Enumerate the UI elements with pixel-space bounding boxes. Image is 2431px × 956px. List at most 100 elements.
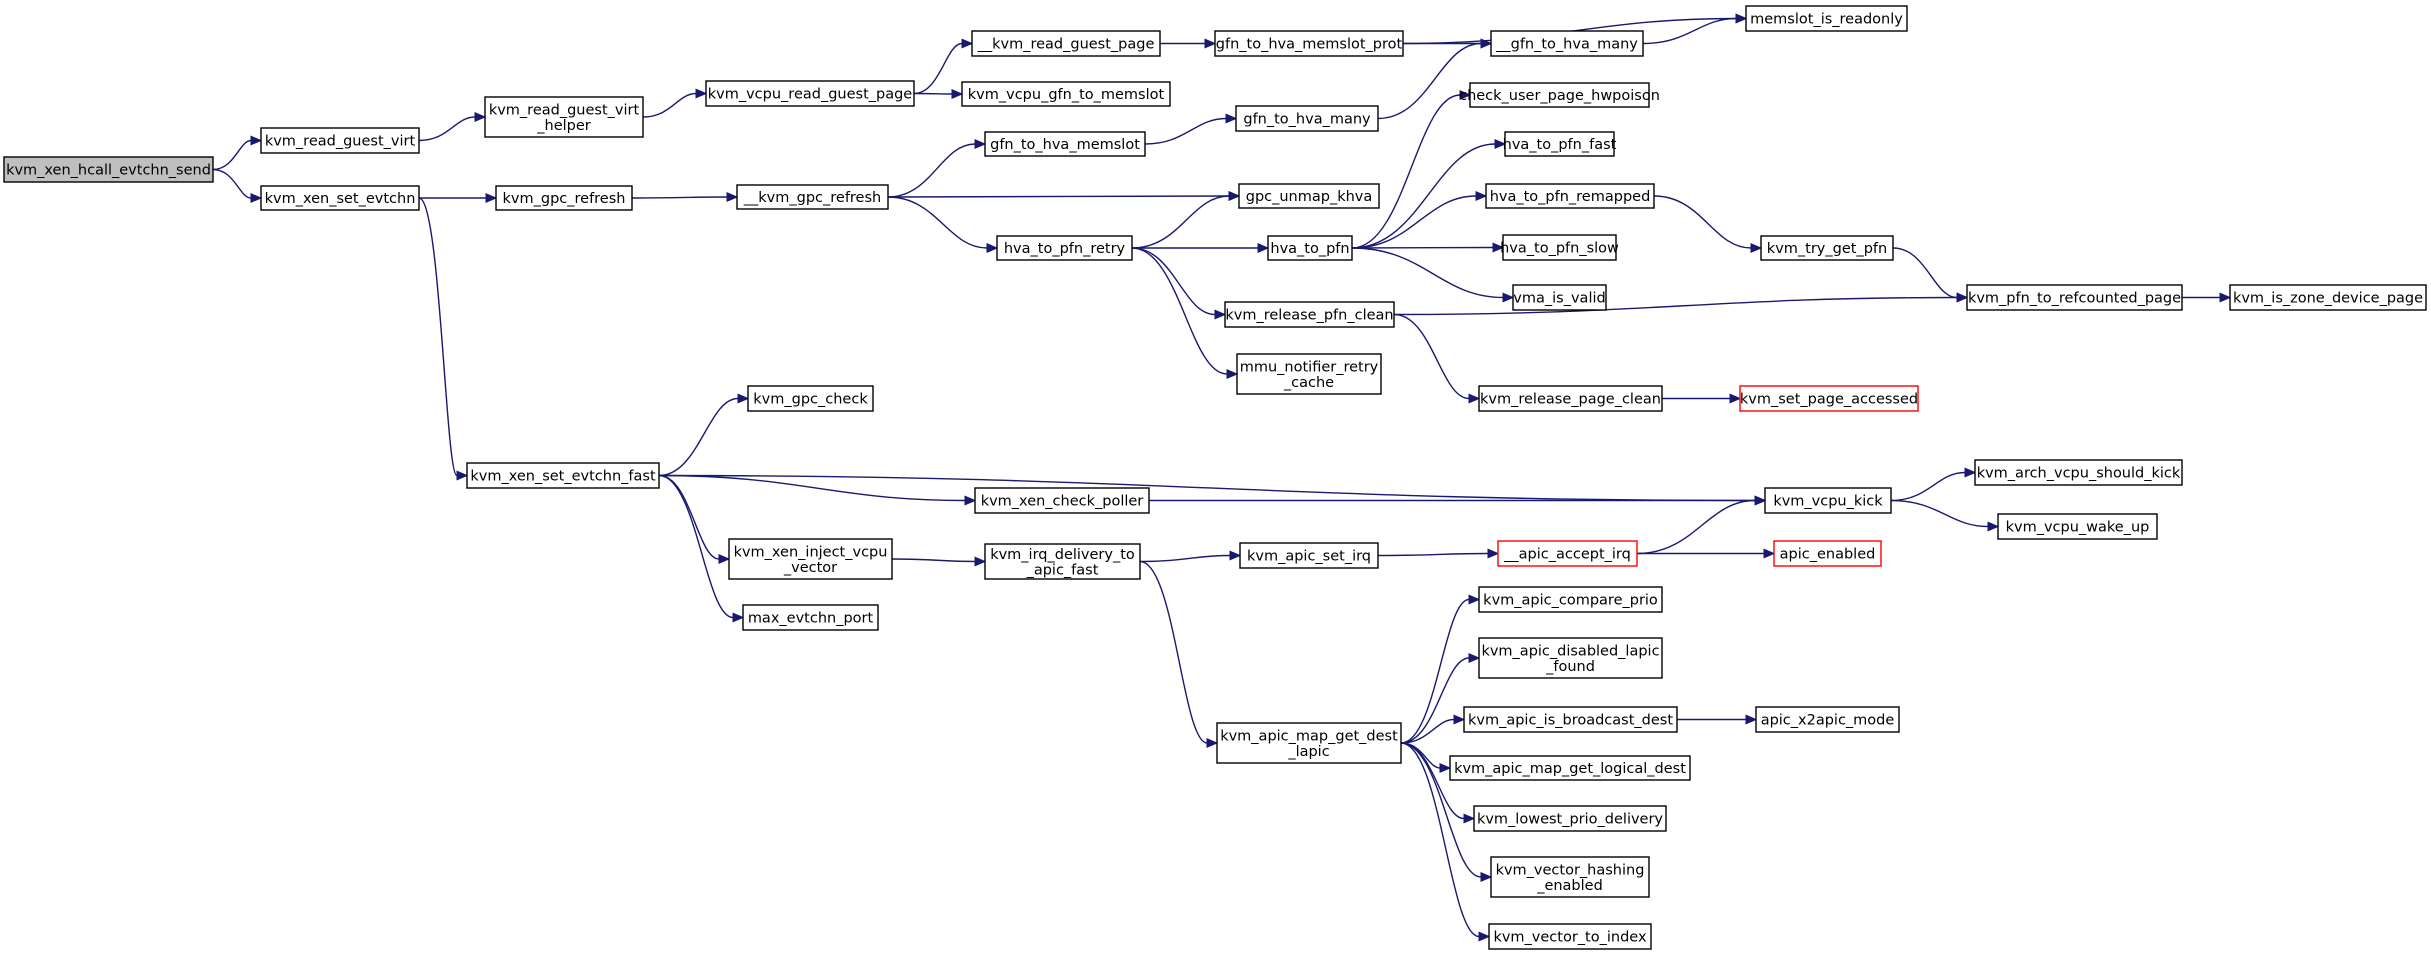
edge-n30-n31 <box>658 397 739 477</box>
edge-n16-n26 <box>1131 247 1216 316</box>
edge-n26-n28 <box>1393 313 1470 400</box>
graph-node-kvm-xen-inject-vcpu-vector[interactable]: kvm_xen_inject_vcpu_vector <box>728 538 893 580</box>
node-label: _helper <box>536 118 591 134</box>
graph-node-hva-to-pfn-remapped[interactable]: hva_to_pfn_remapped <box>1485 183 1655 209</box>
graph-node-kvm-gpc-refresh[interactable]: kvm_gpc_refresh <box>495 185 633 211</box>
arrowhead-n1-n3 <box>250 193 263 203</box>
graph-node-memslot-is-readonly[interactable]: memslot_is_readonly <box>1745 5 1908 32</box>
node-label: kvm_vcpu_wake_up <box>2006 520 2150 536</box>
graph-node-kvm-pfn-to-refcounted-page[interactable]: kvm_pfn_to_refcounted_page <box>1966 284 2183 311</box>
graph-node-kvm-gpc-check[interactable]: kvm_gpc_check <box>747 385 874 412</box>
node-label: hva_to_pfn_slow <box>1500 241 1619 257</box>
edge-n30-n32 <box>658 474 966 502</box>
node-label: kvm_irq_delivery_to <box>990 547 1135 563</box>
graph-node-hva-to-pfn-slow[interactable]: hva_to_pfn_slow <box>1500 234 1619 261</box>
graph-node-gpc-unmap-khva[interactable]: gpc_unmap_khva <box>1238 183 1380 209</box>
arrowhead-n42-n47 <box>1439 763 1452 773</box>
graph-node-kvm-try-get-pfn[interactable]: kvm_try_get_pfn <box>1760 235 1894 261</box>
edge-n42-n48 <box>1400 742 1465 820</box>
graph-node-gfn-to-hva-many[interactable]: gfn_to_hva_many <box>1235 105 1379 132</box>
node-label: kvm_vector_hashing <box>1496 862 1645 878</box>
graph-node-kvm-arch-vcpu-should-kick[interactable]: kvm_arch_vcpu_should_kick <box>1974 459 2183 486</box>
node-label: gfn_to_hva_many <box>1243 112 1371 128</box>
arrowhead-n5-n7 <box>951 89 964 99</box>
graph-node-kvm-read-guest-virt[interactable]: kvm_read_guest_virt <box>260 127 420 154</box>
graph-node-hva-to-pfn-fast[interactable]: hva_to_pfn_fast <box>1503 131 1617 157</box>
graph-node-gfn-to-hva-memslot-prot[interactable]: gfn_to_hva_memslot_prot <box>1214 30 1404 57</box>
graph-node-kvm-vector-to-index[interactable]: kvm_vector_to_index <box>1488 923 1652 950</box>
node-box <box>1478 586 1663 613</box>
graph-node-hva-to-pfn-retry[interactable]: hva_to_pfn_retry <box>996 235 1133 261</box>
graph-node-kvm-vector-hashing-enabled[interactable]: kvm_vector_hashing_enabled <box>1490 856 1650 898</box>
graph-node-kvm-set-page-accessed[interactable]: kvm_set_page_accessed <box>1739 385 1919 412</box>
arrowhead-n36-n37 <box>974 556 987 567</box>
graph-node-kvm-irq-delivery-to-apic-fast[interactable]: kvm_irq_delivery_to_apic_fast <box>984 543 1141 580</box>
node-box <box>1478 637 1663 679</box>
graph-node-kvm-read-guest-virt-helper[interactable]: kvm_read_guest_virt_helper <box>484 96 644 138</box>
edge-n1-n2 <box>212 139 252 171</box>
graph-node-kvm-vcpu-wake-up[interactable]: kvm_vcpu_wake_up <box>1997 513 2158 540</box>
node-box <box>1512 284 1607 311</box>
graph-node-kvm-is-zone-device-page[interactable]: kvm_is_zone_device_page <box>2229 284 2427 311</box>
arrowhead-n24-n25 <box>2219 292 2232 303</box>
graph-node-mmu-notifier-retry-cache[interactable]: mmu_notifier_retry_cache <box>1236 353 1382 395</box>
graph-node-gfn-to-hva-many[interactable]: __gfn_to_hva_many <box>1490 30 1644 57</box>
graph-node-kvm-release-page-clean[interactable]: kvm_release_page_clean <box>1478 385 1663 412</box>
edge-n17-n19 <box>1351 143 1496 249</box>
arrowhead-n42-n49 <box>1480 872 1493 882</box>
graph-node-kvm-xen-check-poller[interactable]: kvm_xen_check_poller <box>974 487 1150 514</box>
arrowhead-n42-n44 <box>1468 653 1481 663</box>
arrowhead-n33-n35 <box>1987 521 2000 532</box>
node-box <box>961 81 1171 107</box>
node-label: __kvm_gpc_refresh <box>743 190 881 206</box>
graph-node-apic-x2apic-mode[interactable]: apic_x2apic_mode <box>1755 706 1900 733</box>
node-box <box>747 385 874 412</box>
graph-node-kvm-xen-hcall-evtchn-send[interactable]: kvm_xen_hcall_evtchn_send <box>3 156 214 183</box>
graph-node-kvm-xen-set-evtchn[interactable]: kvm_xen_set_evtchn <box>260 185 420 211</box>
graph-node-hva-to-pfn[interactable]: hva_to_pfn <box>1267 235 1353 261</box>
graph-node-gfn-to-hva-memslot[interactable]: gfn_to_hva_memslot <box>984 131 1146 157</box>
arrowhead-n17-n21 <box>1492 242 1505 253</box>
node-box <box>1773 540 1882 567</box>
graph-node-kvm-apic-map-get-logical-dest[interactable]: kvm_apic_map_get_logical_dest <box>1449 755 1691 781</box>
graph-node-kvm-vcpu-gfn-to-memslot[interactable]: kvm_vcpu_gfn_to_memslot <box>961 81 1171 107</box>
edge-n10-n9 <box>1642 17 1737 45</box>
graph-node-kvm-lowest-prio-delivery[interactable]: kvm_lowest_prio_delivery <box>1473 805 1667 832</box>
graph-node-kvm-gpc-refresh[interactable]: __kvm_gpc_refresh <box>736 184 889 210</box>
graph-node-apic-accept-irq[interactable]: __apic_accept_irq <box>1497 540 1638 567</box>
graph-node-kvm-release-pfn-clean[interactable]: kvm_release_pfn_clean <box>1224 301 1395 328</box>
graph-node-kvm-apic-disabled-lapic-found[interactable]: kvm_apic_disabled_lapic_found <box>1478 637 1663 679</box>
graph-node-max-evtchn-port[interactable]: max_evtchn_port <box>742 604 879 631</box>
graph-node-kvm-apic-set-irq[interactable]: kvm_apic_set_irq <box>1239 542 1379 569</box>
graph-node-kvm-read-guest-page[interactable]: __kvm_read_guest_page <box>971 30 1161 57</box>
node-box <box>484 96 644 138</box>
node-box <box>971 30 1161 57</box>
graph-node-kvm-xen-set-evtchn-fast[interactable]: kvm_xen_set_evtchn_fast <box>466 462 660 489</box>
graph-node-kvm-vcpu-read-guest-page[interactable]: kvm_vcpu_read_guest_page <box>705 80 915 107</box>
arrowhead-n1-n2 <box>250 135 263 146</box>
graph-node-kvm-apic-compare-prio[interactable]: kvm_apic_compare_prio <box>1478 586 1663 613</box>
graph-node-vma-is-valid[interactable]: vma_is_valid <box>1512 284 1607 311</box>
graph-node-apic-enabled[interactable]: apic_enabled <box>1773 540 1882 567</box>
nodes-layer: kvm_xen_hcall_evtchn_send kvm_read_guest_… <box>3 5 2427 950</box>
arrowhead-n10-n9 <box>1735 13 1748 24</box>
arrowhead-n17-n20 <box>1475 191 1488 201</box>
node-label: kvm_apic_map_get_logical_dest <box>1454 761 1686 777</box>
edges-layer <box>212 13 2232 942</box>
graph-node-kvm-apic-is-broadcast-dest[interactable]: kvm_apic_is_broadcast_dest <box>1463 706 1678 733</box>
graph-node-kvm-vcpu-kick[interactable]: kvm_vcpu_kick <box>1764 487 1892 514</box>
node-label: hva_to_pfn <box>1270 241 1349 257</box>
node-box <box>466 462 660 489</box>
node-label: kvm_vcpu_gfn_to_memslot <box>968 87 1165 103</box>
node-label: kvm_apic_compare_prio <box>1483 593 1658 609</box>
node-label: kvm_vcpu_read_guest_page <box>708 87 913 103</box>
arrowhead-n42-n48 <box>1463 813 1476 824</box>
arrowhead-n37-n38 <box>1229 550 1242 561</box>
node-box <box>1760 235 1894 261</box>
arrowhead-n17-n18 <box>1459 90 1472 100</box>
arrowhead-n28-n29 <box>1729 393 1742 404</box>
arrowhead-n39-n33 <box>1754 495 1767 506</box>
graph-node-check-user-page-hwpoison[interactable]: check_user_page_hwpoison <box>1459 82 1660 108</box>
arrowhead-n12-n13 <box>726 192 739 202</box>
graph-node-kvm-apic-map-get-dest-lapic[interactable]: kvm_apic_map_get_dest_lapic <box>1216 722 1402 764</box>
